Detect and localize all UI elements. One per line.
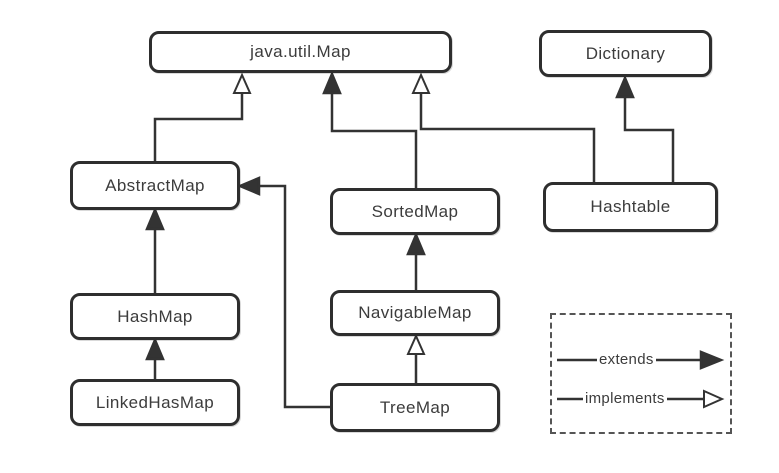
edge-treemap-extends-abstractmap [236, 176, 330, 409]
legend-implements-label: implements [583, 390, 667, 408]
legend-extends-label: extends [597, 351, 656, 369]
edge-hashmap-extends-abstractmap [145, 206, 165, 293]
edge-abstractmap-implements-map [153, 72, 252, 161]
hollow-arrowhead-icon [406, 333, 426, 355]
node-hashmap: HashMap [70, 293, 240, 340]
filled-arrowhead-icon [145, 336, 165, 361]
edge-linkedhasmap-extends-hashmap [145, 336, 165, 379]
node-navigablemap: NavigableMap [330, 290, 500, 336]
legend-box [550, 313, 732, 434]
hollow-arrowhead-icon [411, 72, 431, 94]
edge-hashtable-extends-dictionary [615, 74, 675, 182]
node-dictionary: Dictionary [539, 30, 712, 77]
filled-arrowhead-icon [145, 206, 165, 231]
node-java-util-map: java.util.Map [149, 31, 452, 73]
node-sortedmap: SortedMap [330, 188, 500, 235]
filled-arrowhead-icon [406, 231, 426, 256]
edge-navigablemap-extends-sortedmap [406, 231, 426, 290]
edge-hashtable-implements-map [411, 72, 596, 182]
filled-arrowhead-icon [236, 176, 261, 196]
node-linkedhasmap: LinkedHasMap [70, 379, 240, 426]
hollow-arrowhead-icon [232, 72, 252, 94]
node-treemap: TreeMap [330, 383, 500, 432]
filled-arrowhead-icon [615, 74, 635, 99]
edge-treemap-implements-navigablemap [406, 333, 426, 383]
node-abstractmap: AbstractMap [70, 161, 240, 210]
node-hashtable: Hashtable [543, 182, 718, 232]
filled-arrowhead-icon [322, 70, 342, 95]
edge-sortedmap-extends-map [322, 70, 418, 188]
